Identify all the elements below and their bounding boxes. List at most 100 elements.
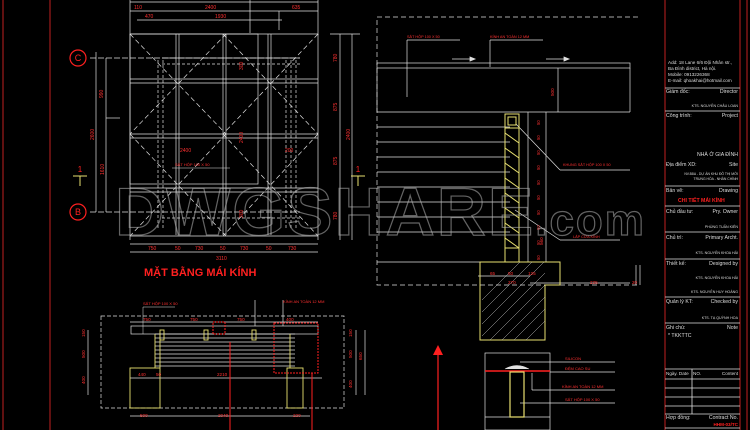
- svg-text:KÍNH AN TOÀN 12 MM: KÍNH AN TOÀN 12 MM: [283, 299, 324, 304]
- svg-text:SILICON: SILICON: [565, 356, 581, 361]
- svg-text:635: 635: [292, 5, 301, 11]
- svg-text:B: B: [75, 207, 81, 217]
- titleblock-lines: [665, 87, 740, 429]
- address-line: Ba Đình district, Hà nội.: [668, 66, 717, 71]
- svg-text:500: 500: [81, 350, 86, 358]
- svg-text:1: 1: [356, 165, 361, 174]
- designer-label: Thiết kế:: [666, 261, 686, 267]
- svg-text:500: 500: [348, 350, 353, 358]
- project-name: NHÀ Ở GIA ĐÌNH: [696, 152, 738, 158]
- svg-text:150: 150: [81, 329, 86, 337]
- note-label-en: Note: [727, 325, 738, 331]
- joint-detail: [484, 352, 615, 430]
- svg-text:1: 1: [78, 165, 83, 174]
- svg-text:2600: 2600: [90, 129, 96, 140]
- svg-text:2400: 2400: [346, 129, 352, 140]
- svg-text:50: 50: [536, 255, 541, 260]
- svg-text:ĐỆM CAO SU: ĐỆM CAO SU: [565, 366, 590, 371]
- owner-label-en: Pry. Owner: [712, 209, 738, 215]
- svg-text:KÍNH AN TOÀN 12 MM: KÍNH AN TOÀN 12 MM: [490, 35, 529, 39]
- svg-text:2210: 2210: [217, 372, 228, 377]
- svg-text:50: 50: [536, 135, 541, 140]
- svg-text:200: 200: [285, 148, 294, 154]
- project-label: Công trình:: [666, 113, 692, 119]
- svg-text:990: 990: [99, 89, 105, 98]
- checker-label: Quản lý KT:: [666, 299, 693, 305]
- arch-name: KTS. NGUYỄN KHOA HẢI: [695, 251, 738, 255]
- svg-text:560: 560: [539, 237, 544, 245]
- revision-date-header: Ngày. Date: [666, 371, 689, 376]
- svg-text:50: 50: [536, 240, 541, 245]
- svg-text:730: 730: [195, 246, 204, 252]
- designer-name: KTS. NGUYỄN HUY HOÀNG: [690, 290, 738, 294]
- svg-text:LẮP CỬA KÍNH: LẮP CỬA KÍNH: [573, 234, 600, 239]
- svg-text:KHUNG SẮT HỘP 100 X 50: KHUNG SẮT HỘP 100 X 50: [563, 162, 611, 167]
- grid-bubble-c: C: [69, 49, 87, 67]
- grid-bubble-b: B: [69, 203, 87, 221]
- svg-text:2400: 2400: [180, 148, 191, 154]
- owner-label: Chủ đầu tư:: [666, 209, 694, 215]
- svg-text:500: 500: [140, 413, 148, 418]
- section-arrow-icon: [433, 345, 443, 355]
- svg-text:300: 300: [239, 61, 245, 70]
- svg-text:750: 750: [143, 317, 151, 322]
- svg-text:470: 470: [145, 14, 154, 20]
- section-marker-left: 1: [73, 165, 87, 186]
- drawing-label-en: Drawing: [718, 188, 738, 194]
- contract-label-en: Contract No.: [708, 415, 738, 421]
- svg-text:780: 780: [333, 53, 339, 62]
- mobile-line: Mobile: 0913226368: [668, 72, 710, 77]
- checker-label-en: Checked by: [710, 299, 738, 305]
- svg-text:300: 300: [239, 209, 245, 218]
- svg-text:50: 50: [220, 246, 226, 252]
- svg-text:2040: 2040: [218, 413, 229, 418]
- svg-text:SẮT HỘP 100 X 50: SẮT HỘP 100 X 50: [143, 301, 178, 306]
- site-label-en: Site: [729, 162, 738, 168]
- section-marker-right: 1: [351, 165, 365, 186]
- email-line: E-mail: qhoakhai@hotmail.com: [668, 78, 732, 83]
- svg-text:730: 730: [240, 246, 249, 252]
- plan-view: [90, 0, 360, 253]
- svg-text:150: 150: [348, 329, 353, 337]
- title-block: Add: 18 Lane 6/6 Đội Nhân str., Ba Đình …: [664, 0, 750, 430]
- owner-name: PHÙNG TUẤN KIÊN: [704, 225, 738, 229]
- svg-text:110: 110: [134, 5, 142, 11]
- svg-text:50: 50: [266, 246, 272, 252]
- drawing-name: CHI TIẾT MÁI KÍNH: [678, 198, 725, 204]
- svg-text:125: 125: [528, 271, 536, 276]
- joint-labels: SILICON ĐỆM CAO SU KÍNH AN TOÀN 12 MM SẮ…: [562, 356, 603, 402]
- svg-text:400: 400: [81, 376, 86, 384]
- contract-number: HHM-03/TC: [713, 422, 738, 427]
- plan-title: MẶT BẰNG MÁI KÍNH: [144, 266, 256, 279]
- svg-text:875: 875: [333, 102, 339, 111]
- site-text: TRUNG HÒA - NHÂN CHÍNH: [693, 177, 738, 181]
- svg-text:50: 50: [536, 225, 541, 230]
- svg-text:50: 50: [536, 195, 541, 200]
- revision-no-header: NO.: [693, 371, 702, 376]
- svg-text:235: 235: [590, 280, 598, 285]
- detail-view: [376, 16, 641, 286]
- svg-text:50: 50: [175, 246, 181, 252]
- svg-text:750: 750: [190, 317, 198, 322]
- arrows: [452, 56, 571, 62]
- svg-text:730: 730: [288, 246, 297, 252]
- svg-text:750: 750: [237, 317, 245, 322]
- plan-dimension-texts: 110 2400 635 470 1930 990 2600 1610 780 …: [90, 5, 352, 262]
- designer-label-en: Designed by: [709, 261, 738, 267]
- svg-text:650: 650: [358, 352, 363, 360]
- svg-text:400: 400: [348, 380, 353, 388]
- svg-text:3110: 3110: [216, 256, 227, 262]
- detail-dimension-texts: SẮT HỘP 100 X 50 KÍNH AN TOÀN 12 MM KHUN…: [407, 34, 638, 285]
- svg-text:C: C: [75, 53, 82, 63]
- drawing-label: Bản vẽ:: [666, 188, 684, 194]
- address-line: Add: 18 Lane 6/6 Đội Nhân str.,: [668, 60, 733, 65]
- svg-text:SẮT HỘP 100 X 50: SẮT HỘP 100 X 50: [175, 162, 210, 167]
- concrete-hatch: [481, 261, 546, 341]
- svg-text:50: 50: [156, 372, 162, 377]
- svg-text:270: 270: [508, 280, 516, 285]
- svg-text:2400: 2400: [239, 132, 245, 143]
- svg-text:65: 65: [490, 271, 496, 276]
- section-view: [87, 300, 366, 417]
- svg-text:KÍNH AN TOÀN 12 MM: KÍNH AN TOÀN 12 MM: [562, 384, 603, 389]
